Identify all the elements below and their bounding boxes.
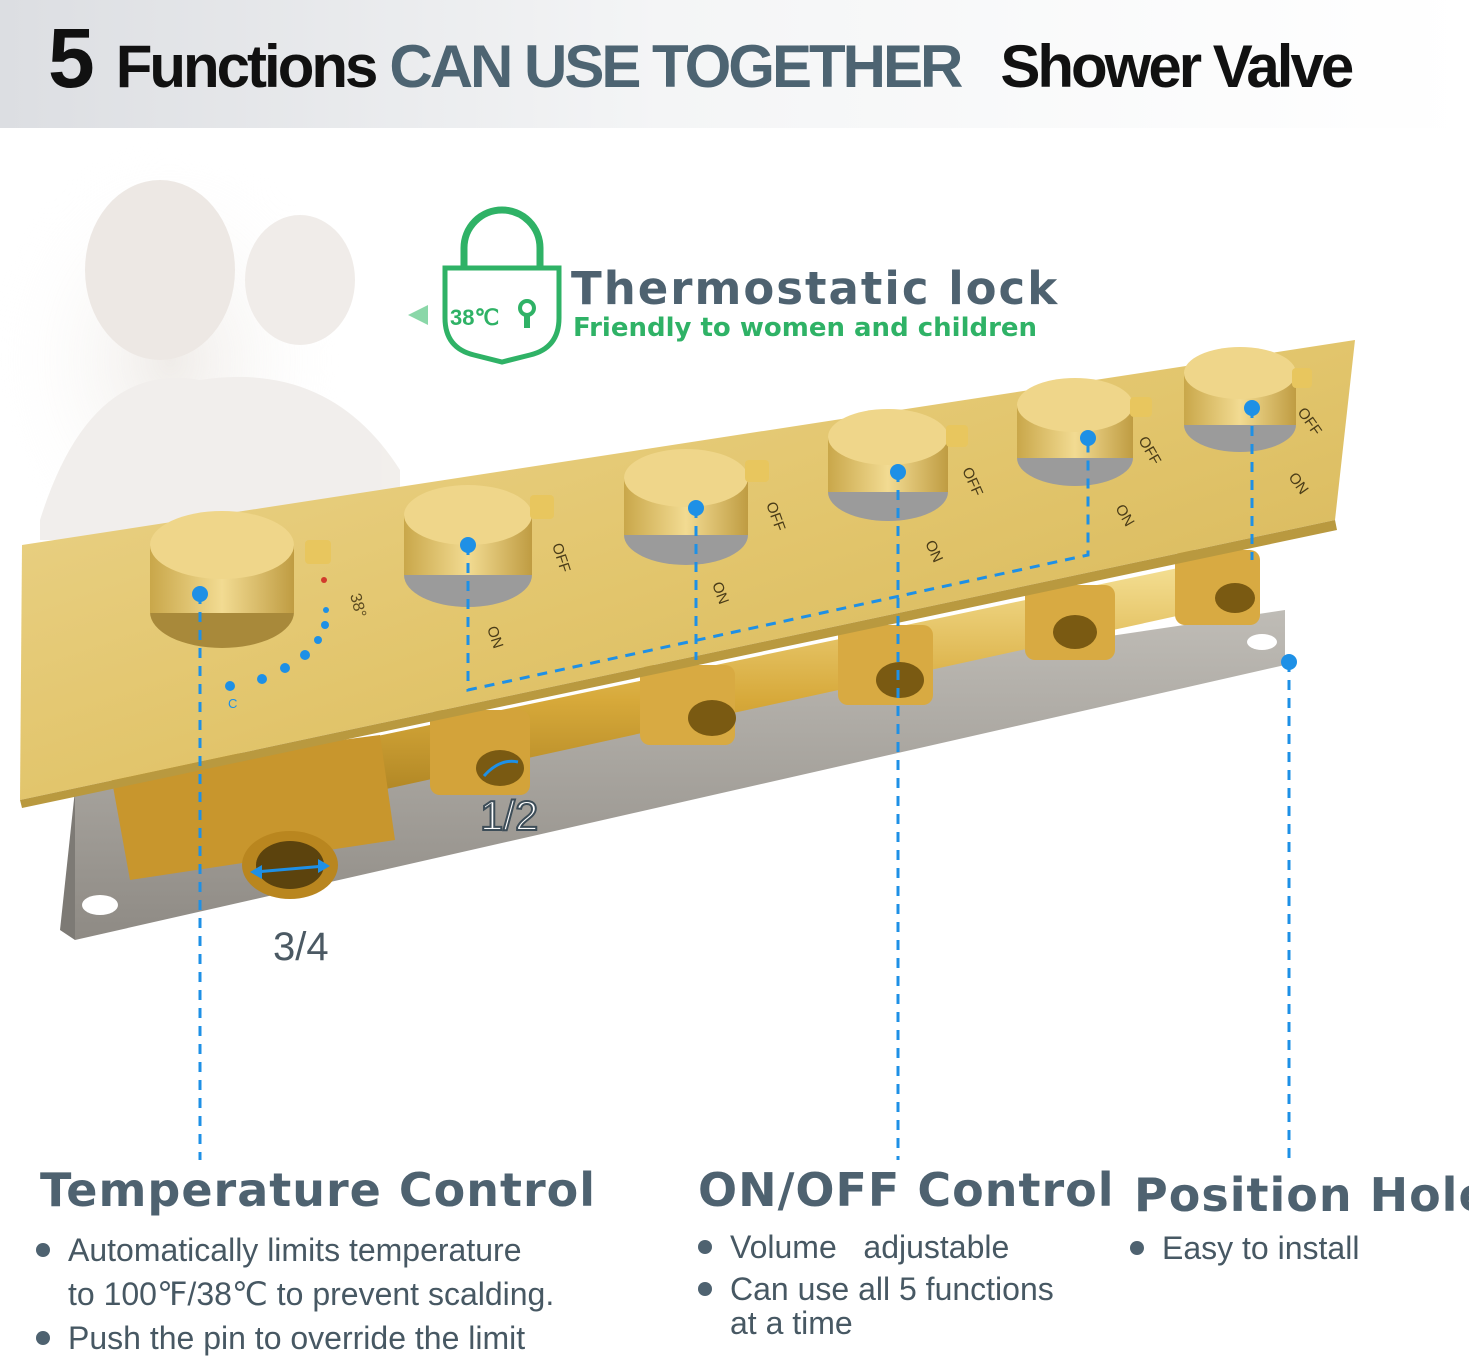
inlet-size-label: 3/4 xyxy=(273,925,329,969)
title-number: 5 xyxy=(48,11,95,105)
position-holes-text: Easy to install xyxy=(1130,1226,1359,1270)
mounting-base xyxy=(75,610,1285,940)
bullet-icon xyxy=(36,1330,50,1345)
inlet-size-marker xyxy=(250,859,330,879)
thermostatic-lock-icon: 38℃ xyxy=(408,206,562,365)
diverter-knob-2[interactable] xyxy=(624,449,769,565)
callout-leader-lines xyxy=(198,408,1291,1160)
lock-title: Thermostatic lock xyxy=(571,262,1060,315)
title-product: Shower Valve xyxy=(1000,33,1354,100)
temp-line-3: Push the pin to override the limit xyxy=(68,1320,526,1356)
cold-mark: C xyxy=(228,696,237,711)
title-emphasis: CAN USE TOGETHER xyxy=(389,33,963,100)
bullet-icon xyxy=(698,1239,712,1254)
temperature-control-text: Automatically limits temperature to 100℉… xyxy=(36,1228,554,1360)
bullet-icon xyxy=(1130,1240,1144,1255)
thermostatic-knob[interactable] xyxy=(150,511,331,648)
position-holes-title: Position Holes xyxy=(1134,1168,1469,1222)
on-label-1: ON xyxy=(483,624,506,651)
temperature-dial-dots xyxy=(225,577,329,691)
position-hole-left xyxy=(82,895,118,915)
onoff-control-text: Volume adjustable Can use all 5 function… xyxy=(698,1228,1054,1341)
header-banner xyxy=(0,0,1469,128)
product-scene: 38℃ xyxy=(0,140,1355,1160)
onoff-line-2: Can use all 5 functions xyxy=(730,1271,1054,1307)
temp-mark: 38° xyxy=(346,592,369,620)
lock-subtitle: Friendly to women and children xyxy=(573,313,1038,343)
onoff-control-title: ON/OFF Control xyxy=(698,1163,1115,1217)
temperature-control-title: Temperature Control xyxy=(40,1163,597,1217)
bullet-icon xyxy=(698,1281,712,1296)
lock-badge: 38℃ xyxy=(450,305,499,330)
diverter-knob-4[interactable] xyxy=(1017,378,1152,486)
diverter-knob-5[interactable] xyxy=(1184,347,1312,452)
outlet-fittings xyxy=(430,550,1260,795)
diverter-knob-3[interactable] xyxy=(828,409,968,521)
page-title: 5 Functions CAN USE TOGETHER Shower Valv… xyxy=(48,10,1354,120)
mother-child-photo xyxy=(0,140,400,580)
title-functions: Functions xyxy=(115,33,379,100)
onoff-line-1: Volume adjustable xyxy=(730,1229,1010,1265)
callout-dots xyxy=(192,400,1297,670)
temp-line-2: to 100℉/38℃ to prevent scalding. xyxy=(68,1276,555,1312)
outlet-size-marker xyxy=(482,759,519,778)
holes-line-1: Easy to install xyxy=(1162,1230,1360,1266)
onoff-line-3: at a time xyxy=(730,1305,853,1341)
position-hole-right xyxy=(1247,634,1277,650)
temp-line-1: Automatically limits temperature xyxy=(68,1232,522,1268)
outlet-size-label: 1/2 xyxy=(480,792,538,839)
bullet-icon xyxy=(36,1242,50,1257)
on-label-2: ON xyxy=(708,580,732,607)
